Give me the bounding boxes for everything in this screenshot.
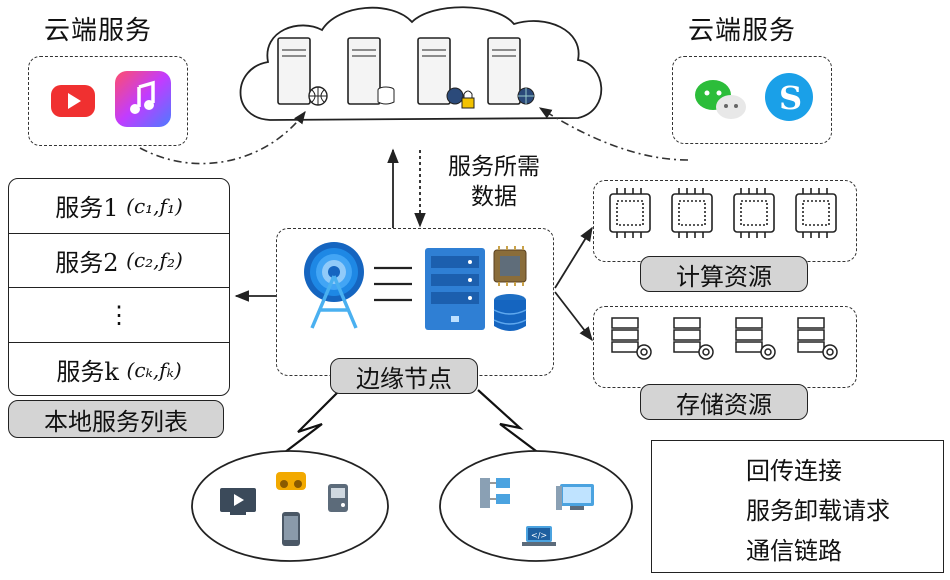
desktop-pc-icon [556, 484, 594, 510]
database-icon [493, 294, 527, 331]
cloud-service-right-title: 云端服务 [688, 16, 797, 46]
edge-server-icon [425, 248, 485, 330]
service-row-ellipsis: ⋮ [9, 288, 229, 343]
compute-chip-icons [609, 193, 837, 233]
skype-app-icon[interactable]: S [761, 69, 817, 125]
comm-link-right [477, 389, 549, 461]
service-row-1[interactable]: 服务1 (c₁,f₁) [9, 179, 229, 234]
svg-text:</>: </> [531, 531, 547, 540]
cpu-chip-icon [493, 246, 527, 286]
service-params: (cₖ,fₖ) [126, 357, 182, 382]
compute-resource-box [593, 180, 857, 262]
server-icon-4 [487, 37, 535, 105]
edge-node-label: 边缘节点 [330, 358, 478, 394]
local-service-list: 服务1 (c₁,f₁) 服务2 (c₂,f₂) ⋮ 服务k (cₖ,fₖ) [8, 178, 230, 396]
server-icon-3 [417, 37, 475, 109]
vr-headset-icon [276, 472, 306, 490]
compute-resource-label: 计算资源 [640, 256, 808, 292]
youtube-app-icon[interactable] [45, 75, 101, 127]
storage-icon [735, 317, 776, 360]
edge-node-box [276, 228, 554, 376]
legend-box: 回传连接 服务卸载请求 通信链路 [651, 440, 944, 573]
chip-icon [795, 193, 837, 233]
data-note-line2: 数据 [471, 184, 517, 210]
storage-icon [611, 317, 652, 360]
storage-server-icons [611, 317, 838, 360]
tv-icon [220, 488, 256, 515]
service-label: 服务k [56, 358, 119, 387]
music-app-icon[interactable] [115, 71, 171, 127]
service-label: 服务2 [55, 248, 119, 277]
chip-icon [609, 193, 651, 233]
service-row-k[interactable]: 服务k (cₖ,fₖ) [9, 343, 229, 396]
laptop-icon: </> [522, 526, 556, 546]
comm-link-left [271, 389, 341, 463]
local-service-list-caption: 本地服务列表 [8, 400, 224, 438]
connector-lines-icon [374, 266, 412, 302]
storage-icon [797, 317, 838, 360]
chip-icon [671, 193, 713, 233]
link-left-cloud [139, 110, 306, 165]
cloud-service-left-box [28, 56, 188, 146]
server-icon-1 [277, 37, 328, 106]
legend-label-link: 通信链路 [746, 537, 842, 565]
device-group-left [191, 450, 389, 562]
service-params: (c₂,f₂) [126, 248, 183, 273]
arrow-edge-to-compute [554, 226, 593, 289]
arrow-edge-to-storage [554, 291, 593, 342]
wechat-app-icon[interactable] [689, 71, 751, 127]
tower-icon [304, 242, 364, 329]
data-note-line1: 服务所需 [448, 154, 540, 180]
smartphone-icon [282, 512, 300, 546]
svg-text:S: S [779, 79, 802, 117]
service-params: (c₁,f₁) [126, 193, 183, 218]
service-label: 服务1 [55, 194, 119, 223]
chip-icon [733, 193, 775, 233]
cloud-service-left-title: 云端服务 [44, 16, 153, 46]
data-note: 服务所需 数据 [428, 152, 560, 212]
service-row-2[interactable]: 服务2 (c₂,f₂) [9, 234, 229, 288]
network-devices-icon [480, 478, 510, 508]
storage-resource-box [593, 306, 857, 388]
link-right-cloud [538, 107, 689, 161]
legend-label-offload: 服务卸载请求 [746, 497, 890, 525]
cloud-service-right-box: S [672, 56, 832, 144]
storage-icon [673, 317, 714, 360]
game-console-icon [328, 484, 348, 512]
legend-label-backhaul: 回传连接 [746, 457, 842, 485]
storage-resource-label: 存储资源 [640, 384, 808, 420]
server-icon-2 [347, 37, 395, 105]
service-label: ⋮ [107, 300, 131, 329]
